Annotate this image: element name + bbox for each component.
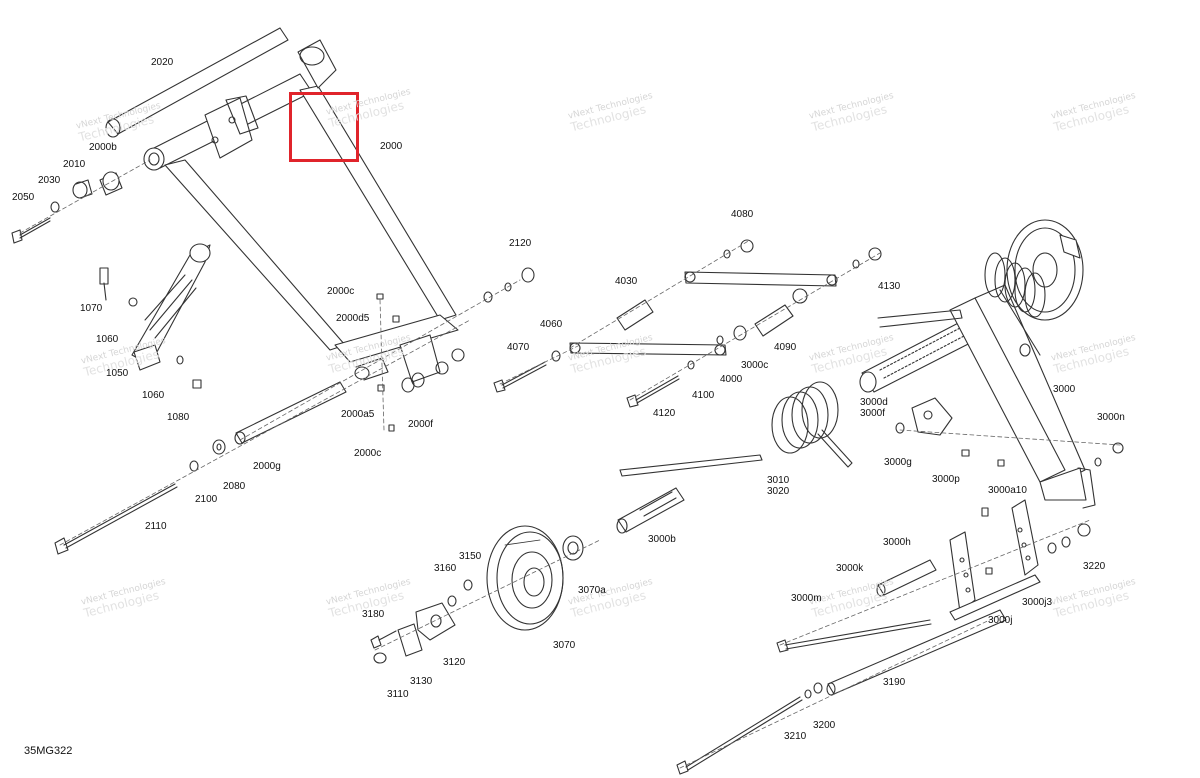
callout-3000j[interactable]: 3000j [988, 615, 1013, 626]
link-assembly[interactable] [493, 239, 882, 408]
callout-4080[interactable]: 4080 [731, 209, 754, 220]
callout-3150[interactable]: 3150 [459, 551, 482, 562]
torsion-spring-part[interactable] [616, 381, 853, 534]
callout-3130[interactable]: 3130 [410, 676, 433, 687]
callout-3000[interactable]: 3000 [1053, 384, 1076, 395]
callout-2020[interactable]: 2020 [151, 57, 174, 68]
callout-2010[interactable]: 2010 [63, 159, 86, 170]
callout-3000b[interactable]: 3000b [648, 534, 676, 545]
callout-2100[interactable]: 2100 [195, 494, 218, 505]
callout-2000f[interactable]: 2000f [408, 419, 434, 430]
callout-2000d5[interactable]: 2000d5 [336, 313, 370, 324]
callout-1060-lower[interactable]: 1060 [142, 390, 165, 401]
callout-3010[interactable]: 3010 [767, 475, 790, 486]
callout-2000b[interactable]: 2000b [89, 142, 117, 153]
assembly-axis-lines [19, 159, 1121, 769]
callout-3200[interactable]: 3200 [813, 720, 836, 731]
callout-4130[interactable]: 4130 [878, 281, 901, 292]
callout-2080[interactable]: 2080 [223, 481, 246, 492]
idler-wheel-part[interactable] [370, 525, 584, 664]
callout-2000g[interactable]: 2000g [253, 461, 281, 472]
callout-3110[interactable]: 3110 [387, 689, 409, 700]
callout-2030[interactable]: 2030 [38, 175, 61, 186]
callout-3190[interactable]: 3190 [883, 677, 906, 688]
callout-3180[interactable]: 3180 [362, 609, 385, 620]
callout-3020[interactable]: 3020 [767, 486, 790, 497]
callout-1070[interactable]: 1070 [80, 303, 103, 314]
callout-4070[interactable]: 4070 [507, 342, 530, 353]
callout-3000f[interactable]: 3000f [860, 408, 886, 419]
callout-3070[interactable]: 3070 [553, 640, 576, 651]
callout-3000n[interactable]: 3000n [1097, 412, 1125, 423]
callout-3160[interactable]: 3160 [434, 563, 457, 574]
front-arm-assembly[interactable] [11, 27, 535, 555]
callout-3210[interactable]: 3210 [784, 731, 807, 742]
callout-3000a10[interactable]: 3000a10 [988, 485, 1027, 496]
callout-4090[interactable]: 4090 [774, 342, 797, 353]
callout-2000c-lower[interactable]: 2000c [354, 448, 382, 459]
callout-4030[interactable]: 4030 [615, 276, 638, 287]
diagram-code: 35MG322 [24, 745, 73, 757]
callout-3000k[interactable]: 3000k [836, 563, 864, 574]
callout-3120[interactable]: 3120 [443, 657, 466, 668]
callout-1050[interactable]: 1050 [106, 368, 129, 379]
callout-1060[interactable]: 1060 [96, 334, 119, 345]
callout-2000a5[interactable]: 2000a5 [341, 409, 375, 420]
callout-3070a[interactable]: 3070a [578, 585, 606, 596]
callout-2110[interactable]: 2110 [145, 521, 167, 532]
callout-3220[interactable]: 3220 [1083, 561, 1106, 572]
callout-2000c[interactable]: 2000c [327, 286, 355, 297]
callout-3000h[interactable]: 3000h [883, 537, 911, 548]
shock-absorber-part[interactable] [99, 243, 211, 389]
callout-3000c[interactable]: 3000c [741, 360, 769, 371]
callout-3000j3[interactable]: 3000j3 [1022, 597, 1053, 608]
callout-3000d[interactable]: 3000d [860, 397, 888, 408]
callout-4060[interactable]: 4060 [540, 319, 563, 330]
callout-1080[interactable]: 1080 [167, 412, 190, 423]
callout-4100[interactable]: 4100 [692, 390, 715, 401]
callout-3000m[interactable]: 3000m [791, 593, 822, 604]
callout-4120[interactable]: 4120 [653, 408, 676, 419]
callout-2000[interactable]: 2000 [380, 141, 403, 152]
callout-3000g[interactable]: 3000g [884, 457, 912, 468]
rear-arm-assembly[interactable] [676, 219, 1124, 775]
callout-4000[interactable]: 4000 [720, 374, 743, 385]
callout-3000p[interactable]: 3000p [932, 474, 960, 485]
callout-2050[interactable]: 2050 [12, 192, 35, 203]
callout-2120[interactable]: 2120 [509, 238, 532, 249]
highlight-box [289, 92, 359, 162]
